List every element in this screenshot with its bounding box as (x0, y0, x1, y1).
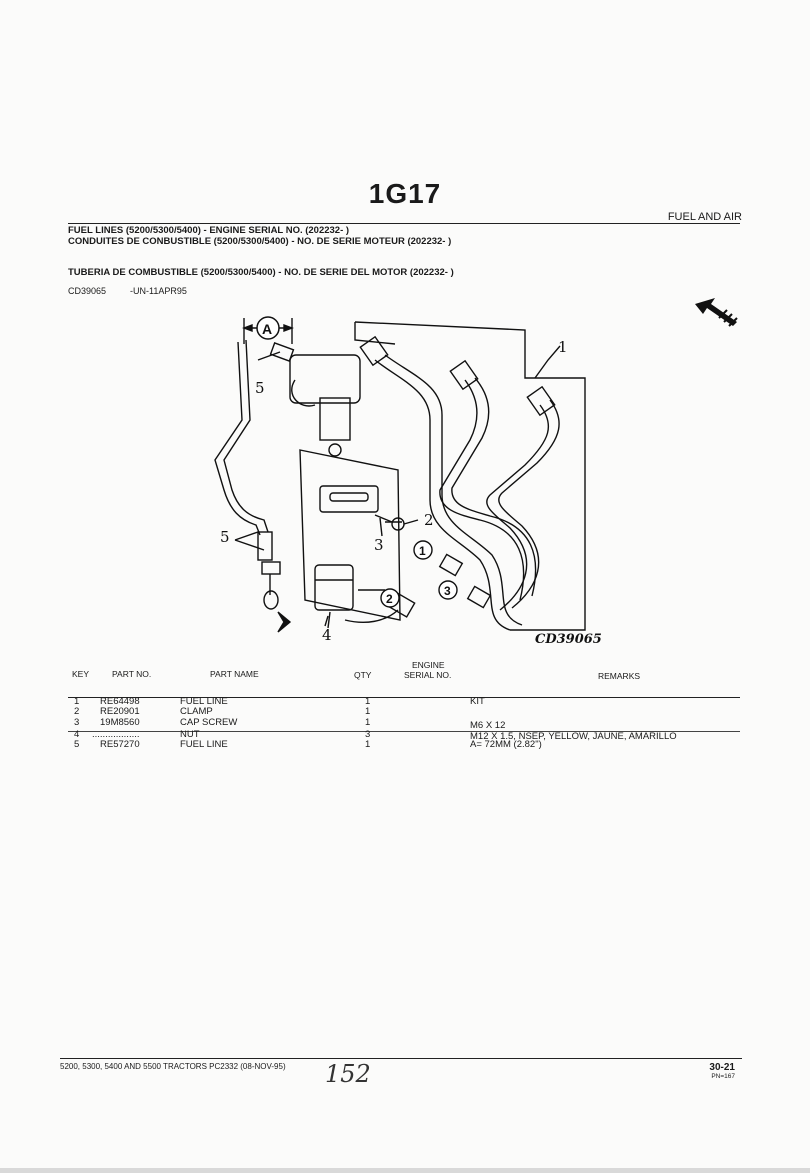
title-english: FUEL LINES (5200/5300/5400) - ENGINE SER… (68, 225, 350, 236)
callout-5: 5 (220, 528, 230, 546)
col-qty: QTY (354, 670, 372, 680)
row-part-no: 19M8560 (100, 717, 140, 728)
illustration-ref: -UN-11APR95 (130, 286, 187, 296)
row-qty: 1 (365, 739, 371, 750)
header-rule (68, 223, 740, 224)
direction-arrow-icon (695, 298, 738, 327)
row-qty: 3 (365, 729, 371, 740)
footer-book-info: 5200, 5300, 5400 AND 5500 TRACTORS PC233… (60, 1062, 286, 1071)
row-qty: 1 (365, 717, 371, 728)
callout-2: 2 (424, 511, 434, 529)
svg-text:A: A (262, 321, 272, 337)
svg-text:3: 3 (444, 584, 451, 598)
row-remarks: M12 X 1.5, NSEP, YELLOW, JAUNE, AMARILLO (470, 731, 677, 742)
row-qty: 1 (365, 706, 371, 717)
row-part-no: RE64498 (100, 696, 140, 707)
row-part-name: CLAMP (180, 706, 213, 717)
parts-diagram: 1 2 3 4 5 5 A 1 2 3 CD39065 (214, 316, 602, 647)
illustration-id: CD39065 (68, 286, 107, 296)
row-key: 3 (74, 717, 80, 728)
row-part-name: CAP SCREW (180, 717, 238, 728)
row-remarks: M6 X 12 (470, 720, 506, 731)
col-remarks: REMARKS (598, 671, 641, 681)
handwritten-note: 152 (325, 1060, 371, 1088)
col-part-name: PART NAME (210, 669, 259, 679)
row-key: 4 (74, 729, 80, 740)
pn-number: PN=167 (711, 1073, 735, 1080)
row-part-no: RE20901 (100, 706, 140, 717)
category-label: FUEL AND AIR (667, 211, 742, 223)
row-part-no: .................. (92, 729, 140, 740)
title-spanish: TUBERIA DE COMBUSTIBLE (5200/5300/5400) … (68, 267, 454, 278)
col-engine: ENGINE (412, 660, 445, 670)
row-part-name: FUEL LINE (180, 739, 228, 750)
table-header-rule (68, 697, 740, 698)
row-key: 1 (74, 696, 80, 707)
row-part-name: NUT (180, 729, 200, 740)
table-row: 3 19M8560 CAP SCREW 1 M6 X 12 (0, 717, 810, 731)
table-row: 4 .................. NUT 3 M12 X 1.5, NS… (0, 729, 810, 742)
page-number: 30-21 (709, 1062, 735, 1073)
table-row: 5 RE57270 FUEL LINE 1 A= 72MM (2.82") (0, 740, 810, 750)
row-part-no: RE57270 (100, 739, 140, 750)
col-part-no: PART NO. (112, 669, 152, 679)
row-remarks: KIT (470, 696, 485, 707)
footer-rule (60, 1058, 742, 1059)
title-french: CONDUITES DE CONBUSTIBLE (5200/5300/5400… (68, 236, 452, 247)
table-row: 2 RE20901 CLAMP 1 (0, 707, 810, 717)
row-part-name: FUEL LINE (180, 696, 228, 707)
row-qty: 1 (365, 696, 371, 707)
diagram-caption: CD39065 (535, 632, 602, 647)
svg-text:1: 1 (419, 544, 426, 558)
scan-edge (0, 1168, 810, 1173)
section-code: 1G17 (368, 178, 442, 209)
row-separator (68, 731, 740, 732)
callout-3: 3 (374, 536, 384, 554)
row-key: 2 (74, 706, 80, 717)
col-key: KEY (72, 669, 90, 679)
callout-5b: 5 (255, 379, 265, 397)
row-remarks: A= 72MM (2.82") (470, 739, 542, 750)
table-row: 1 RE64498 FUEL LINE 1 KIT (0, 697, 810, 707)
svg-text:2: 2 (386, 592, 393, 606)
callout-1: 1 (558, 338, 568, 356)
row-key: 5 (74, 739, 80, 750)
col-serial: SERIAL NO. (404, 670, 452, 680)
callout-4: 4 (322, 626, 332, 644)
